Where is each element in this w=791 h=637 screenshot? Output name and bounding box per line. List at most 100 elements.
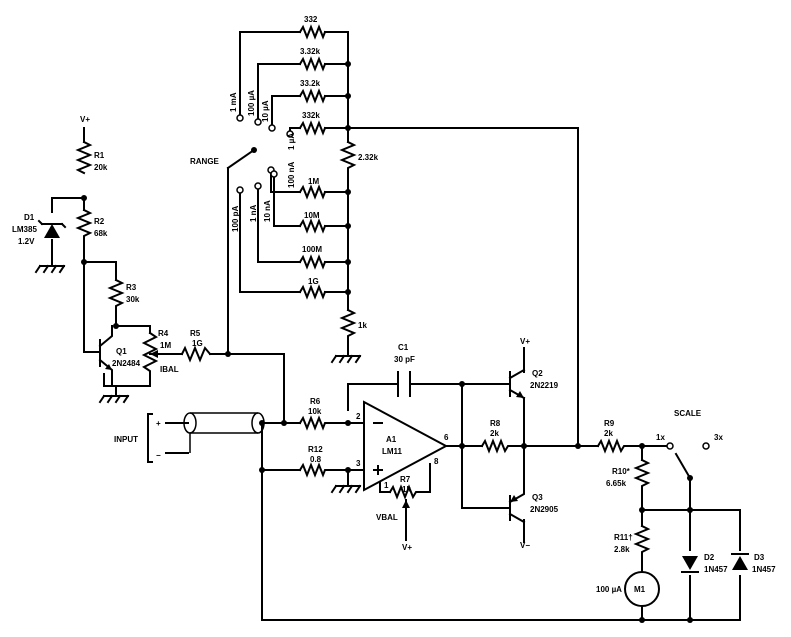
zener-d1 xyxy=(37,219,67,238)
switch-1ma-label: 1 mA xyxy=(229,92,238,112)
a1-pin8: 8 xyxy=(434,457,439,466)
resistor-r9 xyxy=(596,438,627,454)
a1-pin3: 3 xyxy=(356,459,361,468)
resistor-r10 xyxy=(633,458,651,493)
switch-1na-label: 1 nA xyxy=(249,204,258,222)
r12-value: 0.8 xyxy=(310,455,322,464)
r12-label: R12 xyxy=(308,445,323,454)
switch-100ua-label: 100 µA xyxy=(247,90,256,116)
r4-value: 1M xyxy=(160,341,171,350)
resistor-1m xyxy=(298,184,327,200)
switch-100na-label: 100 nA xyxy=(287,162,296,188)
q3-label: Q3 xyxy=(532,493,543,502)
ibal-label: IBAL xyxy=(160,365,179,374)
resistor-r7 xyxy=(388,484,421,500)
resistor-33-2k xyxy=(298,88,327,104)
q1-label: Q1 xyxy=(116,347,127,356)
resistor-r11 xyxy=(633,524,651,561)
res-2-32k-label: 2.32k xyxy=(358,153,379,162)
resistor-r5 xyxy=(180,345,212,363)
vplus-top-label: V+ xyxy=(80,115,90,124)
range-switch[interactable] xyxy=(236,114,294,194)
scale-label: SCALE xyxy=(674,409,702,418)
input-plus: + xyxy=(156,419,161,428)
scale-switch[interactable] xyxy=(666,442,710,481)
r6-value: 10k xyxy=(308,407,322,416)
d3-label: D3 xyxy=(754,553,765,562)
input-minus: − xyxy=(156,451,161,460)
q2-vplus-label: V+ xyxy=(520,337,530,346)
resistor-r6 xyxy=(298,415,331,431)
resistor-3-32k xyxy=(298,56,327,72)
a1-pin1: 1 xyxy=(384,481,389,490)
q3-part: 2N2905 xyxy=(530,505,559,514)
a1-pin6: 6 xyxy=(444,433,449,442)
labels: V+ R1 20k R2 68k D1 LM385 1.2V R3 30k Q1… xyxy=(12,15,776,594)
q3-vminus-label: V− xyxy=(520,541,530,550)
r3-value: 30k xyxy=(126,295,140,304)
vbal-label: VBAL xyxy=(376,513,398,522)
r8-value: 2k xyxy=(490,429,499,438)
res-1k-label: 1k xyxy=(358,321,367,330)
scale-1x-label: 1x xyxy=(656,433,665,442)
input-label: INPUT xyxy=(114,435,138,444)
resistor-r4 xyxy=(141,331,159,378)
res-10m-label: 10M xyxy=(304,211,320,220)
switch-1ua-label: 1 µA xyxy=(287,133,296,150)
switch-10na-label: 10 nA xyxy=(263,200,272,222)
resistor-10m xyxy=(298,218,327,234)
r7-label: R7 xyxy=(400,475,411,484)
r7-value: 1k xyxy=(402,485,411,494)
r2-label: R2 xyxy=(94,217,105,226)
q2-part: 2N2219 xyxy=(530,381,559,390)
c1-label: C1 xyxy=(398,343,409,352)
r9-value: 2k xyxy=(604,429,613,438)
res-332k-label: 332k xyxy=(302,111,320,120)
resistors xyxy=(75,24,651,561)
resistor-100m xyxy=(298,254,327,270)
resistor-1k xyxy=(339,308,357,339)
pot-wipers xyxy=(149,350,410,508)
r5-label: R5 xyxy=(190,329,201,338)
a1-part: LM11 xyxy=(382,447,403,456)
capacitor-c1 xyxy=(397,371,411,397)
ground-icon xyxy=(98,385,130,404)
resistor-2-32k xyxy=(339,140,357,173)
wires xyxy=(51,31,741,621)
res-1g-label: 1G xyxy=(308,277,319,286)
res-100m-label: 100M xyxy=(302,245,322,254)
res-33-2k-label: 33.2k xyxy=(300,79,321,88)
meter-m1-label: M1 xyxy=(634,585,646,594)
ground-symbols xyxy=(34,261,362,494)
r8-label: R8 xyxy=(490,419,501,428)
res-1m-label: 1M xyxy=(308,177,319,186)
a1-pin2: 2 xyxy=(356,412,361,421)
r1-label: R1 xyxy=(94,151,105,160)
r9-label: R9 xyxy=(604,419,615,428)
r11-label: R11† xyxy=(614,533,633,542)
resistor-r8 xyxy=(480,438,513,454)
q1-part: 2N2484 xyxy=(112,359,141,368)
resistor-r3 xyxy=(107,278,125,311)
meter-m1 xyxy=(624,571,660,607)
resistor-1g xyxy=(298,284,327,300)
ground-icon xyxy=(330,481,362,494)
junction-dots xyxy=(81,61,693,623)
res-332-label: 332 xyxy=(304,15,318,24)
r4-label: R4 xyxy=(158,329,169,338)
q2-label: Q2 xyxy=(532,369,543,378)
op-amp-a1 xyxy=(363,400,449,492)
input-connector[interactable] xyxy=(147,412,265,463)
diode-d2 xyxy=(681,556,699,573)
scale-3x-label: 3x xyxy=(714,433,723,442)
res-3-32k-label: 3.32k xyxy=(300,47,321,56)
r6-label: R6 xyxy=(310,397,321,406)
resistor-r12 xyxy=(298,462,331,478)
d2-label: D2 xyxy=(704,553,715,562)
transistor-q2 xyxy=(508,368,526,400)
resistor-r1 xyxy=(75,140,93,175)
r2-value: 68k xyxy=(94,229,108,238)
r10-label: R10* xyxy=(612,467,631,476)
a1-label: A1 xyxy=(386,435,397,444)
